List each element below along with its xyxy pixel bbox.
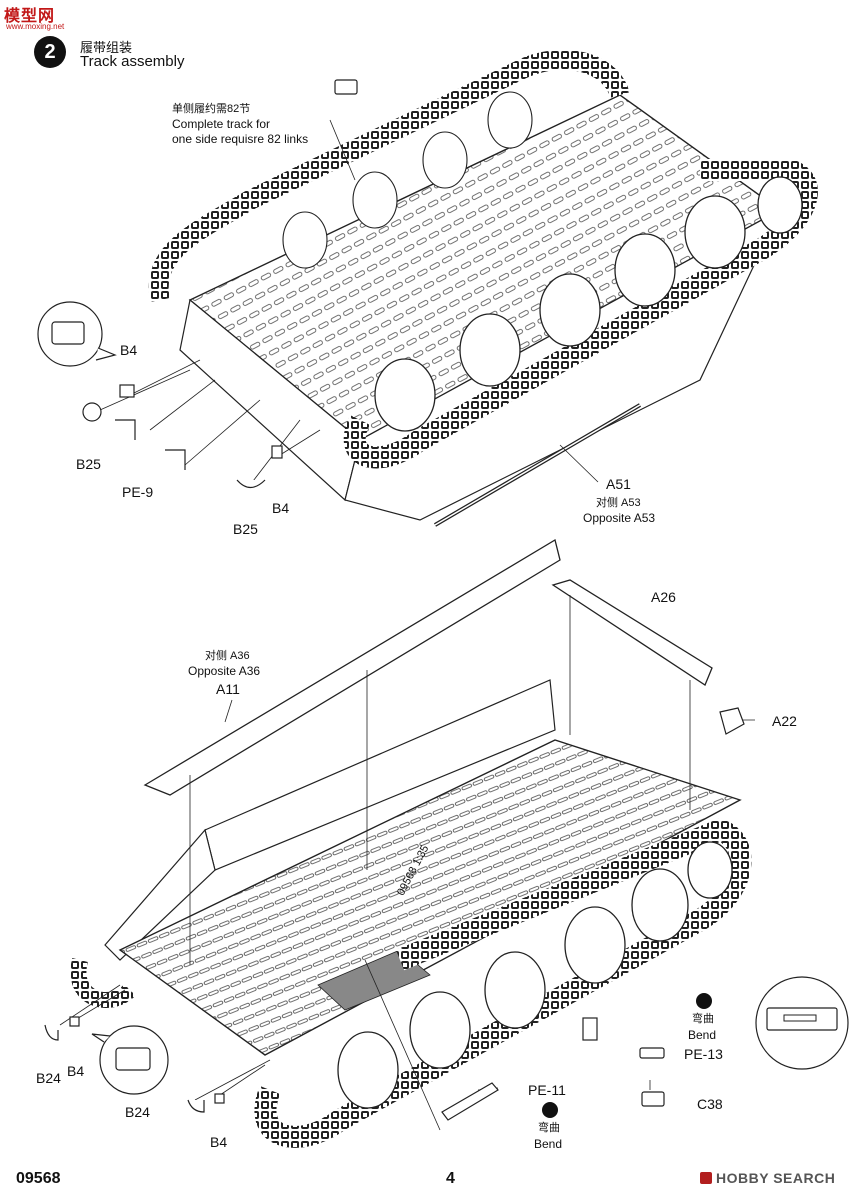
part-label-c38: C38: [697, 1096, 723, 1112]
track-link-part: [334, 79, 358, 95]
track-note-chinese: 单侧履约需82节: [172, 103, 251, 115]
part-label-a51: A51: [606, 476, 631, 492]
part-label-b24-left: B24: [36, 1070, 61, 1086]
part-label-a11: A11: [216, 681, 240, 697]
part-label-b4-bottom: B4: [272, 500, 290, 516]
step-title-chinese: 履带组装: [80, 40, 133, 55]
part-label-b25-bottom: B25: [233, 521, 258, 537]
product-code: 09568: [16, 1170, 61, 1187]
brand-logo-icon: [700, 1172, 712, 1184]
lower-hull-assembly: [44, 538, 849, 1148]
page-number: 4: [446, 1170, 455, 1187]
part-label-b4-left: B4: [67, 1063, 85, 1079]
brand-text: HOBBY SEARCH: [716, 1170, 836, 1186]
part-label-b4-top: B4: [120, 342, 138, 358]
part-a22-shape: [719, 707, 745, 735]
a11-opposite-chinese: 对侧 A36: [205, 650, 250, 662]
bend-english-pe13: Bend: [688, 1028, 717, 1042]
bend-chinese-pe13: 弯曲: [692, 1013, 714, 1025]
part-label-pe11: PE-11: [528, 1082, 566, 1098]
watermark-logo: 模型网 www.moxing.net: [4, 2, 70, 36]
part-label-a22: A22: [772, 713, 797, 729]
step-title-english: Track assembly: [80, 53, 185, 70]
bend-english-pe11: Bend: [534, 1137, 563, 1151]
a11-opposite-english: Opposite A36: [188, 664, 261, 678]
watermark-text: 模型网: [4, 6, 56, 25]
track-note-english-1: Complete track for: [172, 117, 271, 131]
track-note-english-2: one side requisre 82 links: [172, 132, 309, 146]
watermark-url: www.moxing.net: [6, 22, 65, 31]
bend-chinese-pe11: 弯曲: [538, 1122, 560, 1134]
part-label-pe13: PE-13: [684, 1046, 723, 1062]
part-label-a26: A26: [651, 589, 676, 605]
upper-hull-assembly: [37, 49, 818, 527]
brand-watermark: HOBBY SEARCH: [700, 1170, 835, 1186]
part-label-pe9: PE-9: [122, 484, 154, 500]
a51-opposite-english: Opposite A53: [583, 511, 656, 525]
bend-icon: [696, 993, 712, 1009]
step-number-badge: 2: [34, 36, 66, 68]
a51-opposite-chinese: 对侧 A53: [596, 497, 641, 509]
part-label-b4-bottom-lower: B4: [210, 1134, 228, 1150]
bend-icon: [542, 1102, 558, 1118]
part-label-b25-left: B25: [76, 456, 101, 472]
part-label-b24-bottom: B24: [125, 1104, 150, 1120]
